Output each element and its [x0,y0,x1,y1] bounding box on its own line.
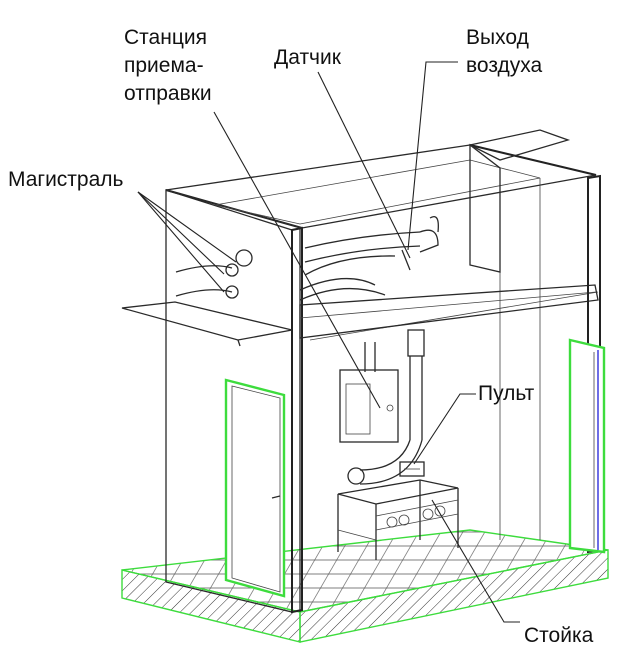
labels: Станция приема- отправки Датчик Выход во… [8,26,594,647]
leader-console [413,393,476,465]
leader-lines [137,61,520,623]
label-station-line3: отправки [124,82,212,105]
console-box [399,461,425,477]
vertical-tube [347,329,425,485]
label-console: Пульт [478,382,535,405]
main-pipes [175,249,253,299]
leader-air-exit [407,61,458,251]
label-station-line1: Станция [124,26,207,49]
label-air-exit-line2: воздуха [466,54,543,77]
station-box [339,369,399,443]
label-air-exit-line1: Выход [466,26,529,49]
ceiling-slab [299,284,599,339]
stand [337,479,459,560]
overhead-pipes [299,215,439,301]
leader-main-3 [137,191,225,293]
leader-station [213,111,381,409]
left-door [224,378,286,598]
label-sensor: Датчик [274,46,342,69]
label-station-line2: приема- [124,54,204,77]
label-stand: Стойка [524,624,594,647]
leader-main-2 [137,191,237,263]
floor-slab [121,529,609,643]
left-shelf [121,301,293,347]
label-main: Магистраль [8,168,124,191]
leader-main-1 [137,191,225,275]
leader-stand [431,499,520,623]
leader-sensor [317,71,411,259]
right-door [568,338,606,554]
roof-slab [165,144,597,229]
air-exit-duct [468,129,571,273]
